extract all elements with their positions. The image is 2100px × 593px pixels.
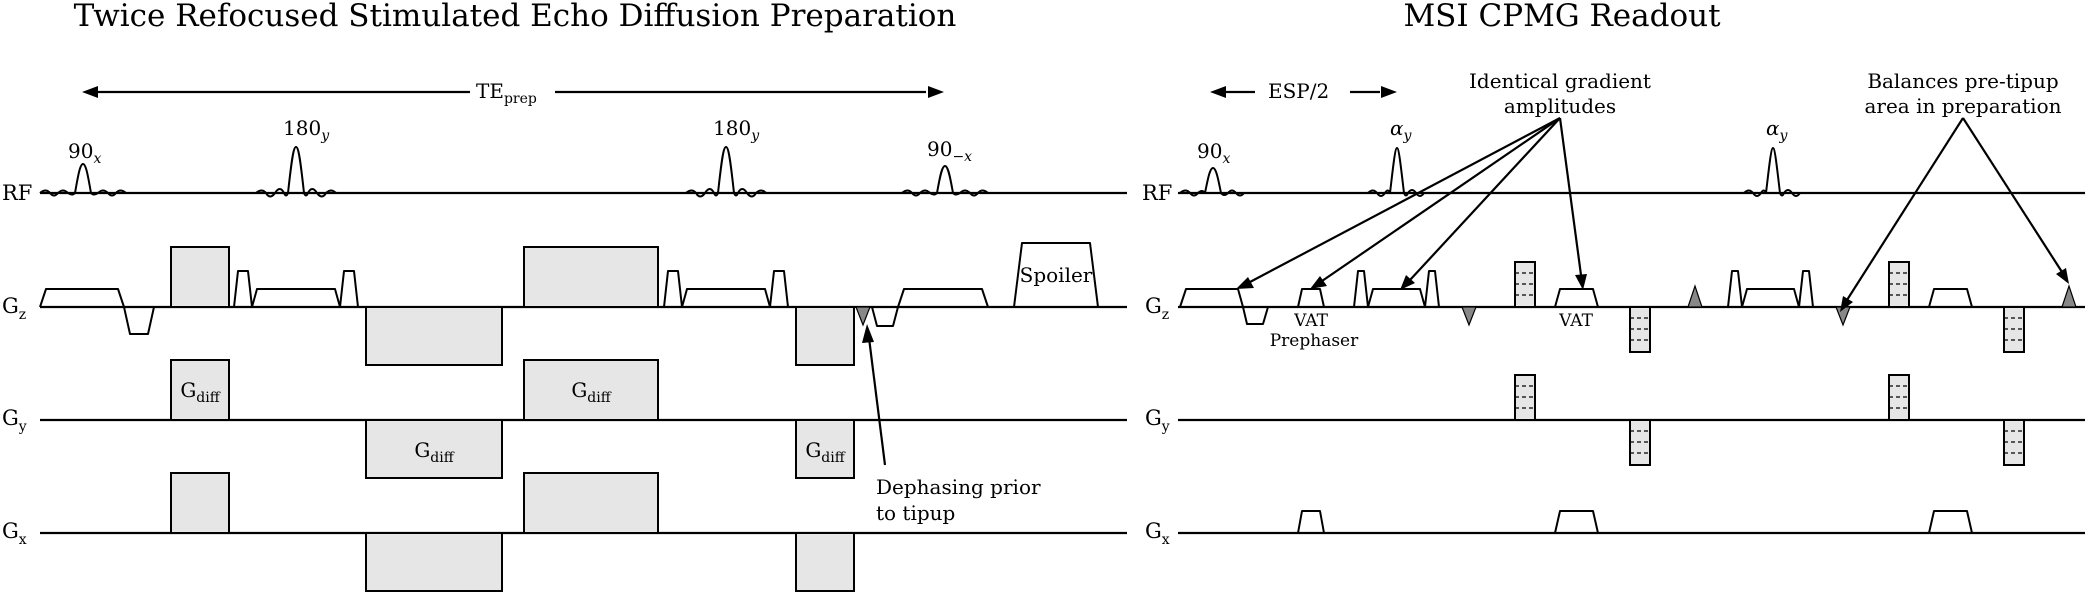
gz-label-right: Gz — [1145, 294, 1169, 323]
gz-crusher-1 — [233, 270, 253, 308]
rf-pulse-90x-readout — [1179, 167, 1245, 197]
gdiff-label-4: Gdiff — [805, 438, 845, 466]
balances-label-line2: area in preparation — [1864, 94, 2061, 118]
gz-slice-select-3 — [681, 288, 771, 308]
gx-diffusion-lobe-2 — [365, 532, 503, 592]
gz-phase-steps — [1515, 272, 2024, 341]
gz-slice-select-2 — [251, 288, 341, 308]
gx-waveforms-left — [170, 472, 855, 592]
gy-label-right: Gy — [1145, 406, 1170, 435]
balances-label-line1: Balances pre-tipup — [1867, 69, 2058, 93]
gz-crusher-3 — [663, 270, 683, 308]
left-title: Twice Refocused Stimulated Echo Diffusio… — [74, 0, 957, 34]
gy-waveforms-right — [1514, 374, 2025, 466]
gx-diffusion-lobe-1 — [170, 472, 230, 534]
identical-arrows — [1236, 117, 1587, 290]
gz-balance-lobe-3 — [1835, 306, 1851, 327]
gz-vat-1 — [1554, 288, 1599, 308]
gx-diffusion-lobe-4 — [795, 532, 855, 592]
gx-label-right: Gx — [1145, 519, 1170, 548]
dephasing-arrow — [862, 324, 887, 466]
rf-pulse-alpha-y-1 — [1367, 147, 1425, 197]
gz-spoiler — [1013, 242, 1099, 308]
gy-diffusion-lobe-4 — [795, 419, 855, 479]
gy-diffusion-lobe-1 — [170, 359, 230, 421]
pulse-label-90x: 90x — [68, 139, 101, 167]
pulse-label-90-minus-x: 90−x — [927, 137, 972, 165]
te-prep-arrow — [82, 86, 944, 98]
pulse-label-alpha-y-2: αy — [1766, 116, 1789, 144]
balances-arrows — [1840, 117, 2069, 312]
gx-label: Gx — [2, 519, 27, 548]
gz-crusher-2 — [339, 270, 359, 308]
gz-readout-slice-select — [1179, 288, 1244, 308]
gz-diffusion-lobe-2 — [365, 306, 503, 366]
gz-slice-select-4 — [897, 288, 989, 308]
gz-diffusion-lobe-1 — [170, 246, 230, 308]
gy-diffusion-lobe-2 — [365, 419, 503, 479]
right-title: MSI CPMG Readout — [1403, 0, 1721, 34]
pulse-label-180y-2: 180y — [713, 116, 760, 144]
esp-arrow — [1210, 86, 1397, 98]
gz-diffusion-lobe-4 — [795, 306, 855, 366]
gdiff-label-3: Gdiff — [571, 378, 611, 406]
gz-slice-select-1 — [39, 288, 125, 308]
prephaser-label: Prephaser — [1270, 331, 1359, 351]
gz-readout-rephaser — [1242, 306, 1269, 325]
gz-rephaser — [123, 306, 155, 335]
gx-diffusion-lobe-3 — [523, 472, 659, 534]
gz-crusher-r3 — [1727, 270, 1743, 308]
gz-waveforms-left — [39, 242, 1099, 366]
gx-readout-1 — [1554, 510, 1599, 534]
pulse-label-180y-1: 180y — [283, 116, 330, 144]
pulse-label-alpha-y-1: αy — [1390, 116, 1413, 144]
gx-waveforms-right — [1297, 510, 1973, 534]
gz-diffusion-lobe-3 — [523, 246, 659, 308]
rf-pulse-180y-2 — [685, 146, 767, 198]
gz-tipup-rephaser — [871, 306, 899, 327]
gdiff-label-1: Gdiff — [180, 378, 220, 406]
rf-pulse-90x — [39, 163, 127, 197]
identical-label-line1: Identical gradient — [1469, 69, 1651, 93]
pulse-label-90x-readout: 90x — [1197, 139, 1230, 167]
gz-dephasing-lobe — [855, 306, 871, 327]
gz-crusher-r2 — [1424, 270, 1440, 308]
gdiff-label-2: Gdiff — [414, 438, 454, 466]
gz-crusher-r1 — [1353, 270, 1369, 308]
gy-diffusion-lobe-3 — [523, 359, 659, 421]
gz-balance-lobe-4 — [2061, 284, 2077, 308]
esp-label: ESP/2 — [1268, 79, 1329, 103]
dephasing-label-line1: Dephasing prior — [876, 475, 1041, 499]
rf-pulse-alpha-y-2 — [1743, 147, 1801, 197]
gx-prephaser — [1297, 510, 1325, 534]
vat-label-readout: VAT — [1558, 311, 1593, 331]
gz-crusher-r4 — [1798, 270, 1814, 308]
rf-pulse-180y-1 — [255, 146, 337, 198]
gz-slice-select-r2 — [1741, 288, 1800, 308]
gz-crusher-4 — [769, 270, 789, 308]
rf-pulse-90-minus-x — [901, 165, 989, 197]
gz-label: Gz — [2, 294, 26, 323]
gz-balance-lobe-1 — [1461, 306, 1477, 327]
identical-label-line2: amplitudes — [1504, 94, 1616, 118]
rf-label-right: RF — [1142, 181, 1172, 205]
gy-label: Gy — [2, 406, 27, 435]
right-axis-labels: RF Gz Gy Gx — [1142, 181, 1172, 548]
dephasing-label-line2: to tipup — [876, 501, 955, 525]
gz-vat-prephaser — [1297, 288, 1325, 308]
te-prep-label: TEprep — [476, 79, 537, 107]
left-axis-labels: RF Gz Gy Gx — [2, 181, 32, 548]
gz-vat-2 — [1928, 288, 1973, 308]
gx-readout-2 — [1928, 510, 1973, 534]
vat-label-prephaser: VAT — [1293, 311, 1328, 331]
spoiler-label: Spoiler — [1020, 263, 1093, 287]
gz-balance-lobe-2 — [1687, 284, 1703, 308]
gy-waveforms-left — [170, 359, 855, 479]
gz-slice-select-r1 — [1367, 288, 1426, 308]
rf-label: RF — [2, 181, 32, 205]
